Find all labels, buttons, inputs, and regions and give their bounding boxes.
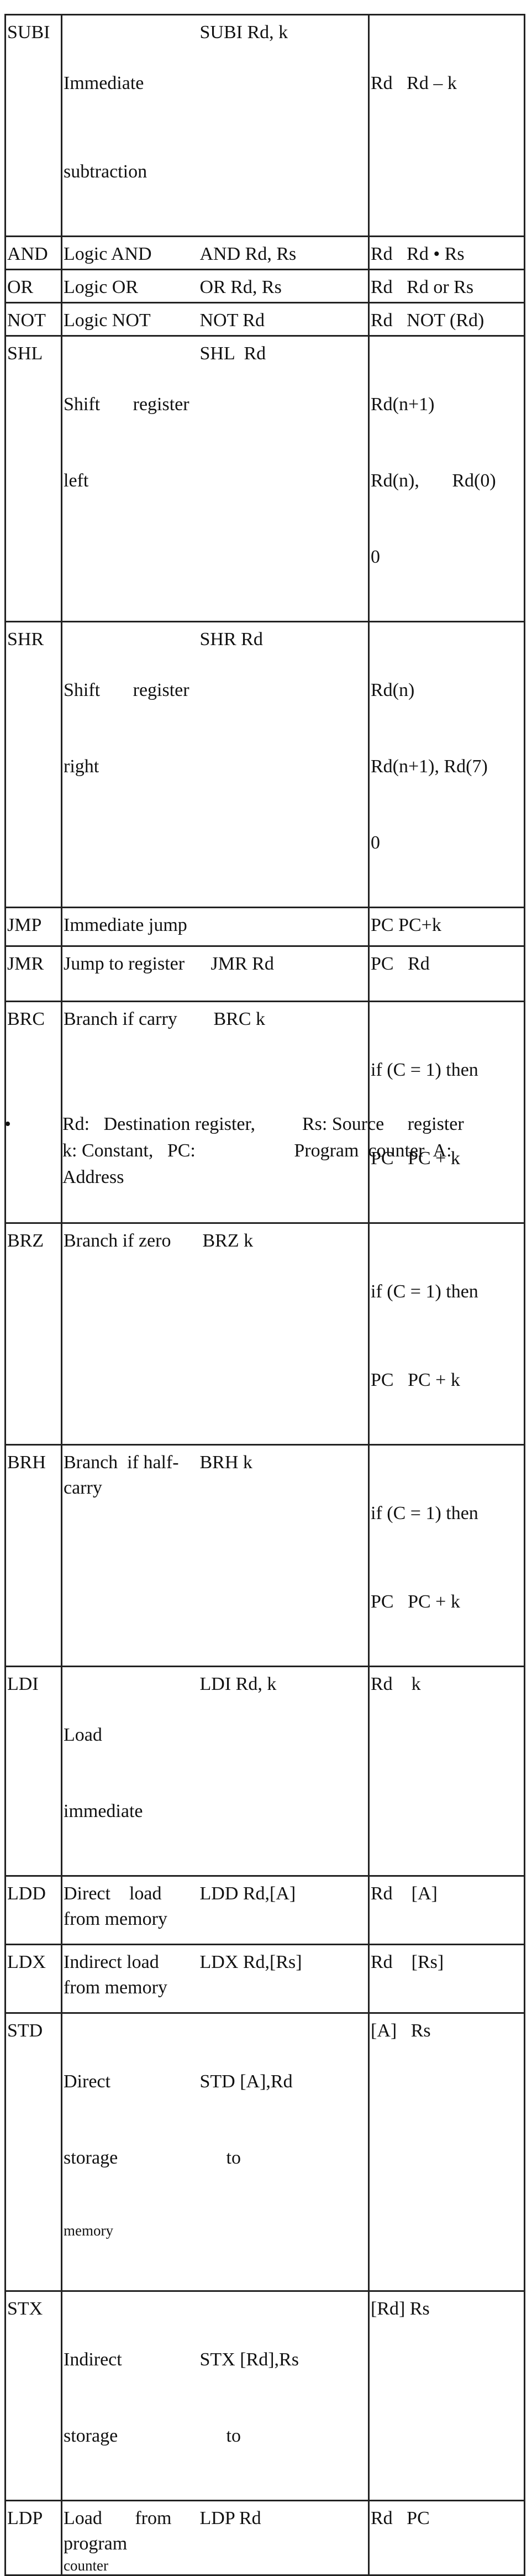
operation-cell: if (C = 1) then PC PC + k [368,1444,525,1667]
description-cell: Shift register left [61,335,200,622]
table-row: JMR Jump to register JMR Rd PC Rd [4,945,525,1002]
mnemonic-cell: LDI [4,1666,62,1877]
description-cell: Direct load from memory [61,1875,200,1945]
syntax-cell: BRH k [199,1444,370,1667]
description-cell: Logic NOT [61,302,200,337]
table-row: LDD Direct load from memory LDD Rd,[A] R… [4,1875,525,1945]
operation-cell: Rd Rd • Rs [368,235,525,270]
operation-cell: PC Rd [368,945,525,1002]
syntax-cell: SHR Rd [199,621,370,908]
description-cell: Logic AND [61,235,200,270]
description-cell: Load from program counter [61,2500,200,2576]
syntax-cell: LDP Rd [199,2500,370,2576]
table-row: BRZ Branch if zero BRZ k if (C = 1) then… [4,1222,525,1446]
syntax-cell: BRC k [199,1001,370,1224]
table-row: SUBI Immediate subtraction SUBI Rd, k Rd… [4,14,525,237]
mnemonic-cell: AND [4,235,62,270]
syntax-cell: SHL Rd [199,335,370,622]
mnemonic-cell: STD [4,2012,62,2292]
mnemonic-cell: BRZ [4,1222,62,1446]
mnemonic-cell: LDX [4,1944,62,2014]
operation-cell: Rd(n) Rd(n+1), Rd(7) 0 [368,621,525,908]
operation-cell: Rd(n+1) Rd(n), Rd(0) 0 [368,335,525,622]
legend-line: k: Constant, PC: Program counter A: [62,1140,452,1161]
operation-cell: [A] Rs [368,2012,525,2292]
instruction-table-body: SUBI Immediate subtraction SUBI Rd, k Rd… [4,14,525,2576]
table-row: STD Direct storage memory STD [A],Rd to … [4,2012,525,2292]
mnemonic-cell: LDP [4,2500,62,2576]
operation-cell: Rd PC [368,2500,525,2576]
table-row: OR Logic OR OR Rd, Rs Rd Rd or Rs [4,269,525,303]
mnemonic-cell: JMP [4,907,62,947]
operation-cell: [Rd] Rs [368,2290,525,2501]
table-row: LDI Load immediate LDI Rd, k Rd k [4,1666,525,1877]
operation-cell: Rd Rd – k [368,14,525,237]
mnemonic-cell: NOT [4,302,62,337]
description-cell: Immediate jump [61,907,200,947]
table-row: JMP Immediate jump PC PC+k [4,907,525,947]
operation-cell: PC PC+k [368,907,525,947]
syntax-cell: LDI Rd, k [199,1666,370,1877]
description-cell: Jump to register [61,945,200,1002]
syntax-cell: BRZ k [199,1222,370,1446]
instruction-table-container: SUBI Immediate subtraction SUBI Rd, k Rd… [4,14,525,2576]
mnemonic-cell: STX [4,2290,62,2501]
table-row: SHR Shift register right SHR Rd Rd(n) Rd… [4,621,525,908]
syntax-cell: JMR Rd [199,945,370,1002]
legend-line: Rd: Destination register, Rs: Source reg… [62,1114,464,1134]
table-row: LDP Load from program counter LDP Rd Rd … [4,2500,525,2576]
description-cell: Immediate subtraction [61,14,200,237]
operation-cell: Rd [Rs] [368,1944,525,2014]
table-row: LDX Indirect load from memory LDX Rd,[Rs… [4,1944,525,2014]
syntax-cell: LDX Rd,[Rs] [199,1944,370,2014]
table-row: BRH Branch if half- carry BRH k if (C = … [4,1444,525,1667]
description-cell: Logic OR [61,269,200,303]
operation-cell: if (C = 1) then PC PC + k [368,1001,525,1224]
operation-cell: Rd [A] [368,1875,525,1945]
description-cell: Load immediate [61,1666,200,1877]
mnemonic-cell: BRC [4,1001,62,1224]
table-row: STX Indirect storage STX [Rd],Rs to [Rd]… [4,2290,525,2501]
description-cell: Shift register right [61,621,200,908]
mnemonic-cell: SUBI [4,14,62,237]
operation-cell: if (C = 1) then PC PC + k [368,1222,525,1446]
mnemonic-cell: SHR [4,621,62,908]
table-row: NOT Logic NOT NOT Rd Rd NOT (Rd) [4,302,525,337]
operation-cell: Rd k [368,1666,525,1877]
syntax-cell: LDD Rd,[A] [199,1875,370,1945]
legend-line: Address [62,1167,124,1187]
mnemonic-cell: JMR [4,945,62,1002]
table-row: SHL Shift register left SHL Rd Rd(n+1) R… [4,335,525,622]
bullet-icon: • [4,1114,11,1134]
syntax-cell: AND Rd, Rs [199,235,370,270]
syntax-cell [199,907,370,947]
mnemonic-cell: SHL [4,335,62,622]
mnemonic-cell: BRH [4,1444,62,1667]
mnemonic-cell: LDD [4,1875,62,1945]
description-cell: Direct storage memory [61,2012,200,2292]
syntax-cell: SUBI Rd, k [199,14,370,237]
operation-cell: Rd Rd or Rs [368,269,525,303]
instruction-set-table: SUBI Immediate subtraction SUBI Rd, k Rd… [4,14,525,2576]
syntax-cell: STD [A],Rd to [199,2012,370,2292]
operation-cell: Rd NOT (Rd) [368,302,525,337]
description-cell: Indirect storage [61,2290,200,2501]
description-cell: Branch if half- carry [61,1444,200,1667]
syntax-cell: STX [Rd],Rs to [199,2290,370,2501]
syntax-cell: NOT Rd [199,302,370,337]
table-row: AND Logic AND AND Rd, Rs Rd Rd • Rs [4,235,525,270]
description-cell: Branch if carry [61,1001,200,1224]
description-cell: Indirect load from memory [61,1944,200,2014]
description-cell: Branch if zero [61,1222,200,1446]
syntax-cell: OR Rd, Rs [199,269,370,303]
mnemonic-cell: OR [4,269,62,303]
table-row: BRC Branch if carry BRC k if (C = 1) the… [4,1001,525,1224]
